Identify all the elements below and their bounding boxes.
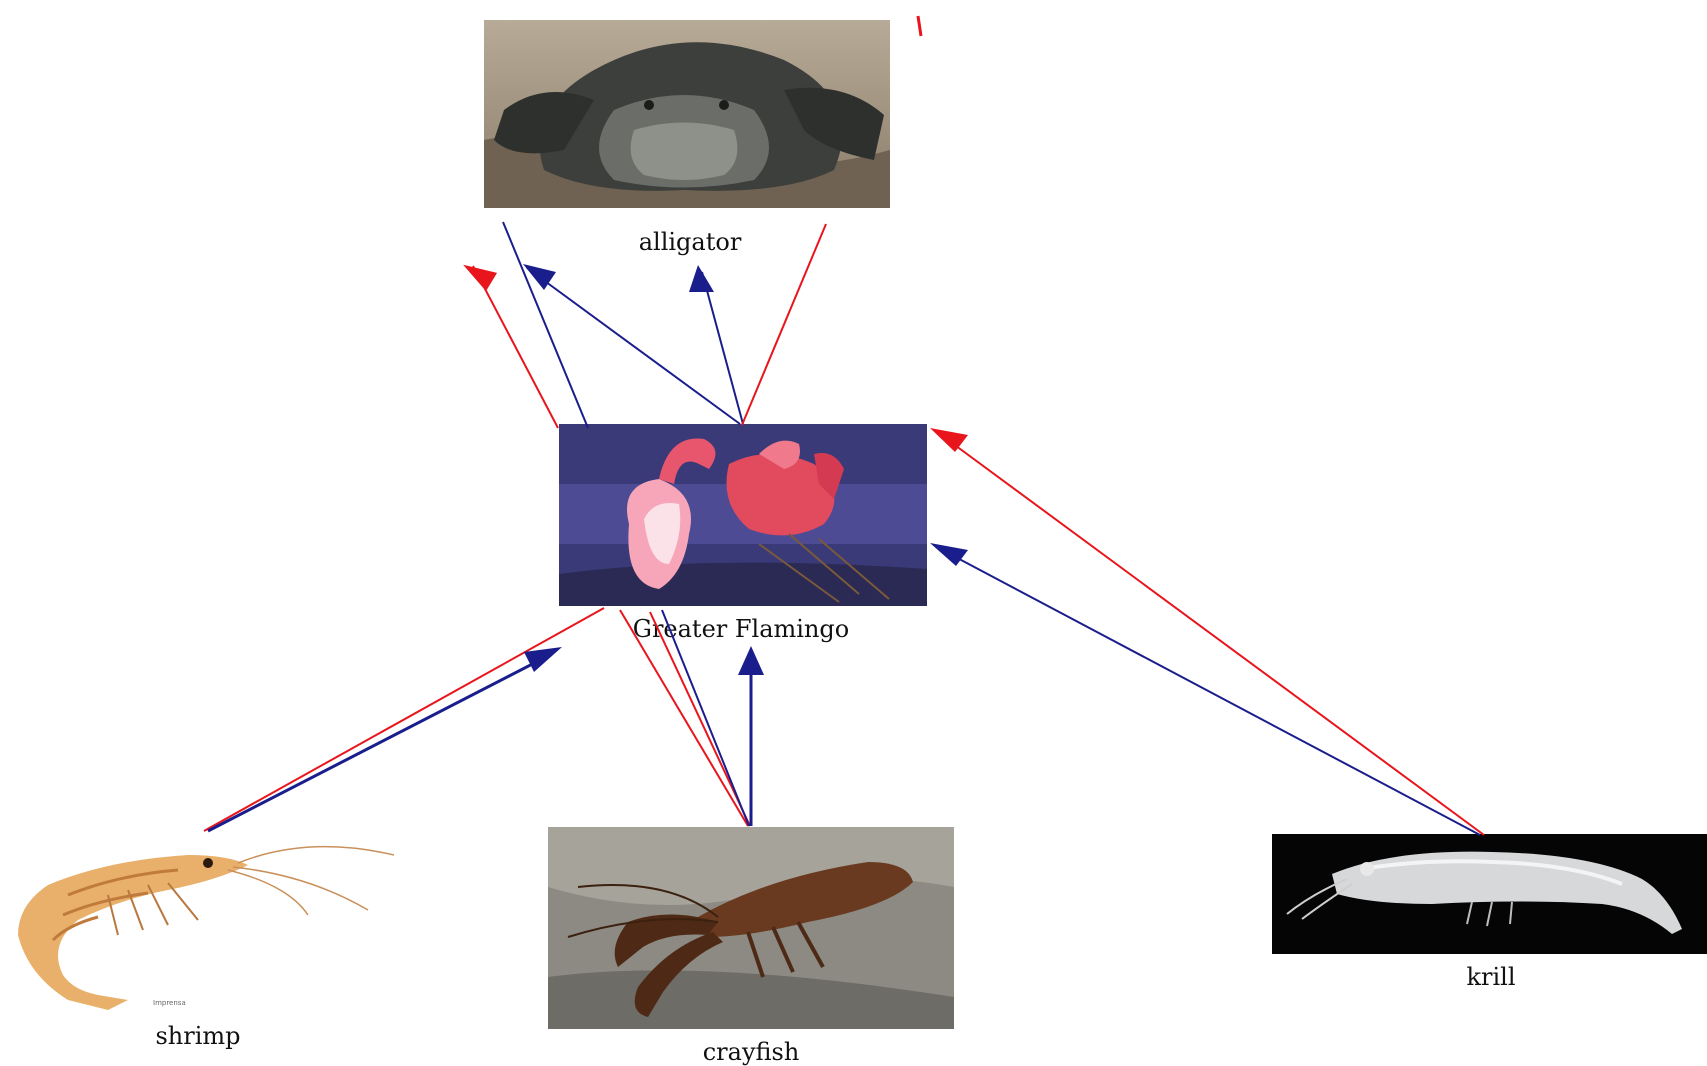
line-flamingo-to-crayfish-red-1 — [620, 610, 748, 826]
line-flamingo-to-crayfish-blue — [662, 610, 749, 826]
arrowhead-red — [930, 428, 968, 452]
arrowhead-blue — [689, 265, 714, 292]
arrow-shrimp-to-flamingo-blue — [208, 656, 548, 831]
line-flamingo-to-shrimp-red — [204, 608, 604, 831]
line-alligator-to-flamingo-blue — [503, 222, 588, 428]
arrow-krill-to-flamingo-red — [948, 440, 1484, 835]
line-alligator-to-flamingo-red — [742, 224, 826, 425]
arrow-krill-to-flamingo-blue — [946, 552, 1480, 835]
arrowhead-blue — [930, 543, 968, 566]
arrowhead-blue — [524, 647, 562, 672]
arrowhead-red — [463, 259, 500, 294]
arrowhead-blue — [738, 646, 764, 675]
arrow-fragment-red — [918, 16, 921, 36]
